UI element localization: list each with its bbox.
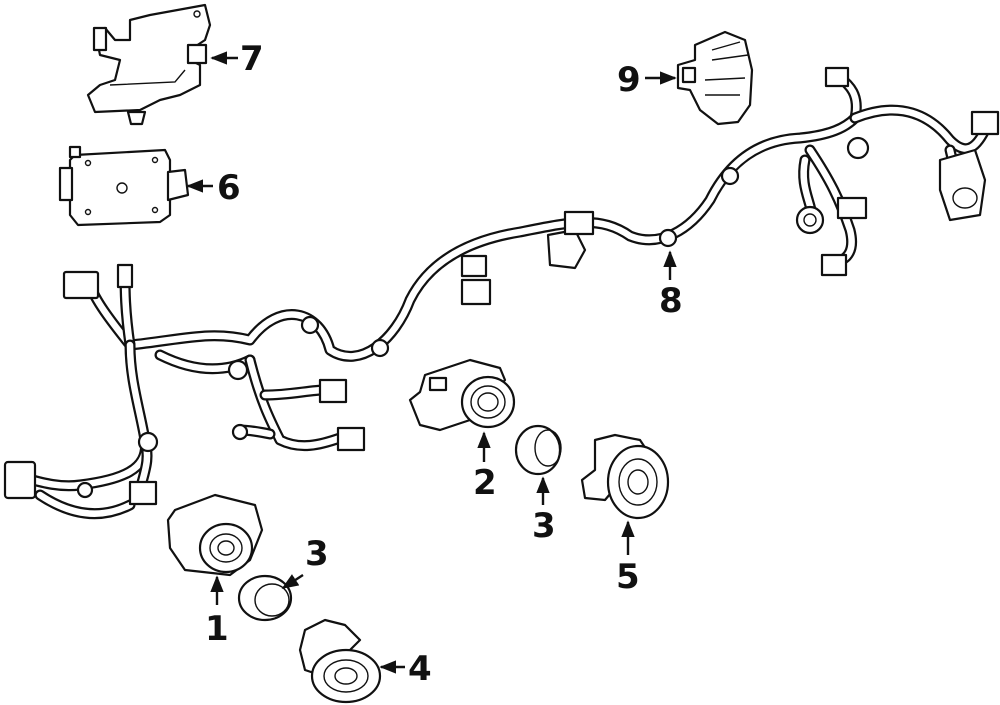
callout-7: 7 — [240, 39, 264, 79]
part-4-bezel — [298, 618, 382, 704]
part-2-sensor — [408, 358, 516, 432]
callout-5: 5 — [616, 557, 640, 597]
callout-arrows — [186, 51, 677, 674]
callout-8: 8 — [659, 281, 683, 321]
part-3-ring-right — [514, 424, 562, 476]
wiring-harness — [3, 66, 1000, 520]
callout-3-right: 3 — [532, 506, 556, 546]
part-5-bezel — [580, 433, 670, 520]
callout-6: 6 — [217, 168, 241, 208]
part-7-bracket — [86, 3, 212, 126]
part-9-module — [676, 30, 754, 126]
callout-1: 1 — [205, 609, 229, 649]
part-6-module — [58, 145, 190, 227]
callout-3-left: 3 — [305, 534, 329, 574]
callout-2: 2 — [473, 463, 497, 503]
callout-9: 9 — [617, 60, 641, 100]
callout-4: 4 — [408, 649, 432, 689]
part-3-ring-left — [237, 574, 293, 622]
part-1-sensor — [166, 493, 264, 577]
